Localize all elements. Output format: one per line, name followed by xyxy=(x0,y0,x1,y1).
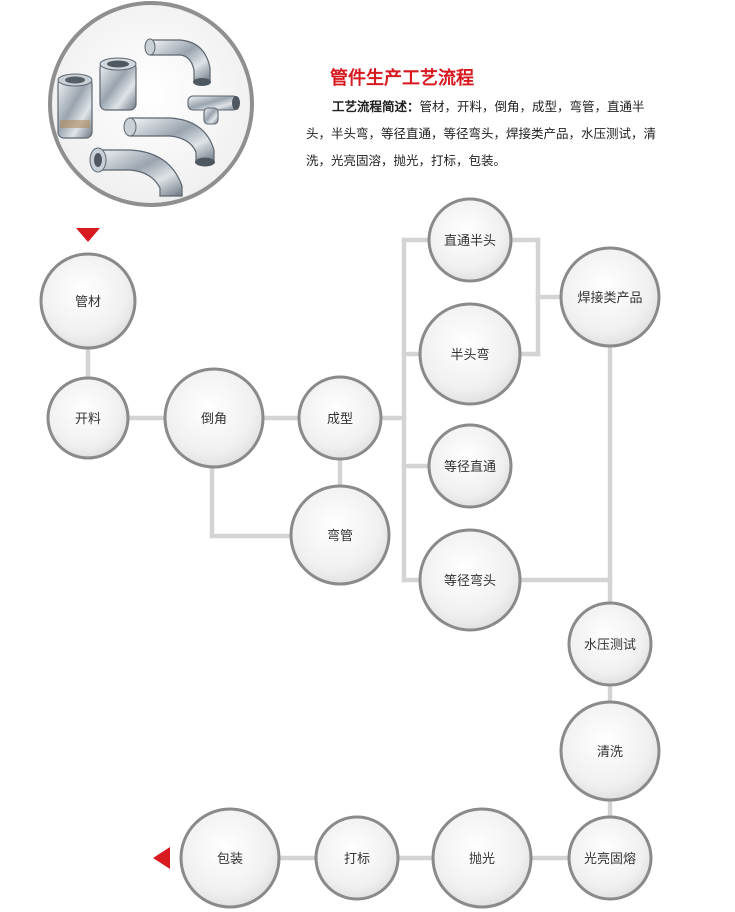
node-chamfer: 倒角 xyxy=(163,367,265,469)
svg-text:光亮固熔: 光亮固熔 xyxy=(584,851,636,867)
svg-text:抛光: 抛光 xyxy=(469,852,495,867)
fitting-tee-icon xyxy=(187,95,240,125)
svg-text:半头弯: 半头弯 xyxy=(450,347,489,363)
svg-text:管材: 管材 xyxy=(75,295,101,310)
node-cutting: 开料 xyxy=(46,376,130,460)
description-text: 管材，开料，倒角，成型，弯管，直通半头，半头弯，等径直通，等径弯头，焊接类产品，… xyxy=(306,99,657,168)
fitting-elbow-middle-icon xyxy=(123,117,215,167)
node-polishing: 抛光 xyxy=(431,807,533,909)
node-equal-elbow: 等径弯头 xyxy=(418,528,522,632)
svg-text:弯管: 弯管 xyxy=(327,528,353,544)
node-bright-solution: 光亮固熔 xyxy=(567,815,653,901)
node-forming: 成型 xyxy=(297,375,383,461)
node-half-elbow: 半头弯 xyxy=(418,302,522,406)
fitting-elbow-large-icon xyxy=(89,147,183,197)
description-label: 工艺流程简述： xyxy=(332,99,420,114)
connectors xyxy=(85,237,613,861)
node-pipe: 管材 xyxy=(39,252,137,350)
node-marking: 打标 xyxy=(314,815,400,901)
svg-text:水压测试: 水压测试 xyxy=(584,638,636,653)
process-description: 工艺流程简述：管材，开料，倒角，成型，弯管，直通半头，半头弯，等径直通，等径弯头… xyxy=(306,93,656,174)
fitting-coupling-icon xyxy=(99,57,137,111)
svg-text:等径弯头: 等径弯头 xyxy=(444,573,496,589)
node-straight-half: 直通半头 xyxy=(427,197,513,283)
svg-text:直通半头: 直通半头 xyxy=(444,234,496,249)
svg-text:等径直通: 等径直通 xyxy=(444,459,496,475)
product-photo xyxy=(48,1,254,207)
svg-text:打标: 打标 xyxy=(344,852,370,867)
end-arrow-icon xyxy=(153,847,170,869)
node-equal-straight: 等径直通 xyxy=(427,423,513,509)
svg-text:焊接类产品: 焊接类产品 xyxy=(577,290,642,306)
node-cleaning: 清洗 xyxy=(559,700,661,802)
svg-text:成型: 成型 xyxy=(327,412,353,427)
fitting-elbow-top-icon xyxy=(144,38,211,86)
start-arrow-icon xyxy=(76,228,100,242)
node-bending: 弯管 xyxy=(289,484,391,586)
svg-text:包装: 包装 xyxy=(217,852,243,867)
process-title: 管件生产工艺流程 xyxy=(330,68,474,89)
svg-text:开料: 开料 xyxy=(75,412,101,427)
svg-text:清洗: 清洗 xyxy=(597,745,623,760)
node-welded-products: 焊接类产品 xyxy=(559,246,661,348)
node-packing: 包装 xyxy=(179,807,281,909)
fitting-straight-icon xyxy=(57,73,93,139)
svg-text:倒角: 倒角 xyxy=(201,412,227,427)
node-pressure-test: 水压测试 xyxy=(567,601,653,687)
